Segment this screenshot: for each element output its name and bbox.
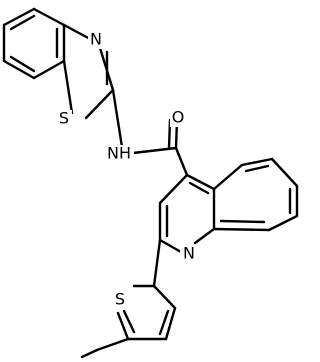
thiophene-sulfur-label: S [115,290,125,309]
quinoline-pyridine-ring [158,173,216,254]
amide-nh-label: NH [107,144,131,163]
benzothiazole-thiazole-ring [62,23,115,120]
quinoline-thiophene-link [152,238,162,288]
quinoline-benzo-ring [212,157,299,232]
benzothiazole-nitrogen-label: N [90,30,102,49]
benzothiazole-sulfur-label: S [59,109,69,128]
thiophene-ring [80,284,177,359]
structure-svg: O NH N S N S [2,7,299,359]
molecule-drawing: O NH N S N S [2,7,299,359]
oxygen-label: O [172,108,185,127]
benzothiazole-benzene-ring [2,7,66,80]
amide-linkage [111,88,189,177]
atom-labels: O NH N S N S [56,30,198,310]
quinoline-nitrogen-label: N [183,244,195,263]
